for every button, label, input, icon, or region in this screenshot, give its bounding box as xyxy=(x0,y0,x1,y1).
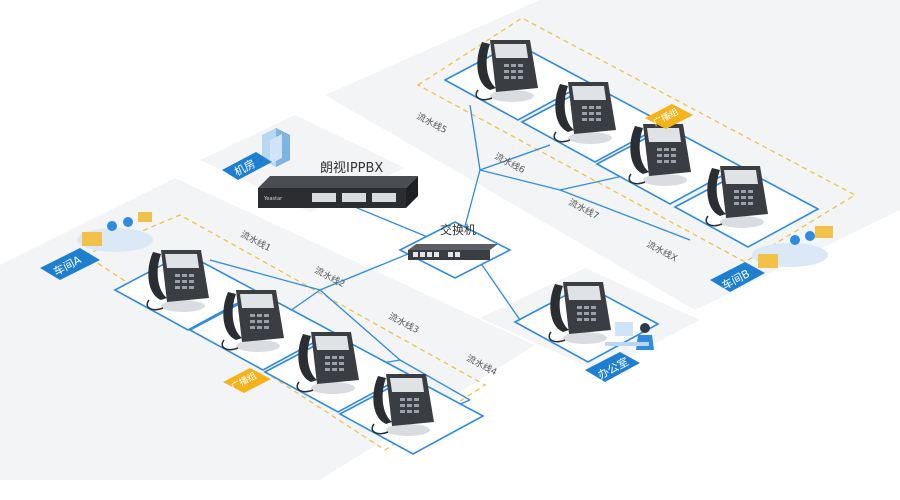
broadcast-group-a-tag: 广播组 xyxy=(223,368,271,393)
office-worker-icon xyxy=(605,322,654,350)
switch-label: 交换机 xyxy=(440,222,476,237)
ippbx-brand-label: Yeastar xyxy=(263,196,283,202)
workshop-a-group-outline xyxy=(83,214,487,451)
broadcast-group-b-tag: 广播组 xyxy=(645,104,693,129)
workshop-b-workers-icon xyxy=(752,226,833,268)
workshop-b-group-outline xyxy=(416,17,857,263)
ippbx-device xyxy=(258,176,418,208)
workshop-a-workers-icon xyxy=(77,212,153,252)
office-tag: 办公室 xyxy=(585,352,640,382)
server-building-icon xyxy=(262,128,290,167)
ippbx-label: 朗视IPPBX xyxy=(320,161,383,176)
switch-device xyxy=(398,221,512,279)
